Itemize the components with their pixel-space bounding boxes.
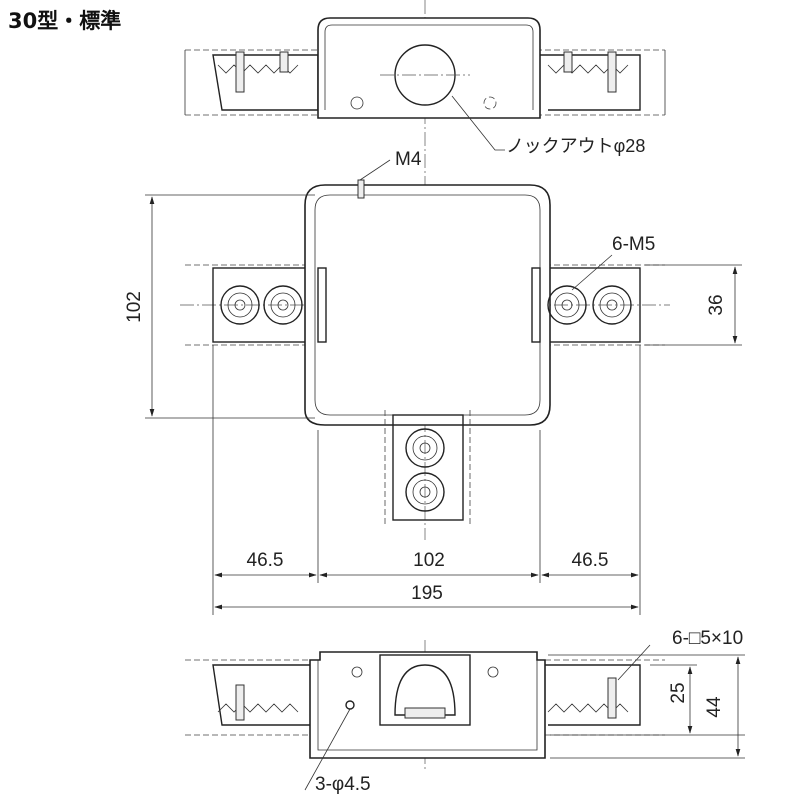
side-view: 3-φ4.5 6-□5×10 25 44 <box>185 628 745 795</box>
dim-center-102: 102 <box>413 550 445 571</box>
dim-left-46-5: 46.5 <box>247 550 284 571</box>
hole-label: 3-φ4.5 <box>315 774 371 795</box>
dim-height-102: 102 <box>124 291 145 323</box>
plan-view: M4 6-M5 102 36 46.5 102 46.5 195 <box>124 149 742 615</box>
top-view: ノックアウトφ28 <box>184 17 666 156</box>
dim-depth-25: 25 <box>668 682 689 703</box>
slot-label: 6-□5×10 <box>672 628 743 649</box>
m5-label: 6-M5 <box>612 234 655 255</box>
screws-left <box>220 285 303 325</box>
knockout-label: ノックアウトφ28 <box>506 136 645 156</box>
m4-label: M4 <box>395 149 422 170</box>
dim-total-195: 195 <box>411 583 443 604</box>
dim-rail-36: 36 <box>706 294 727 315</box>
dim-right-46-5: 46.5 <box>572 550 609 571</box>
dim-depth-44: 44 <box>704 696 725 718</box>
screws-bottom <box>405 428 445 512</box>
screws-right <box>547 285 632 325</box>
drawing-title: 30型・標準 <box>8 9 121 33</box>
